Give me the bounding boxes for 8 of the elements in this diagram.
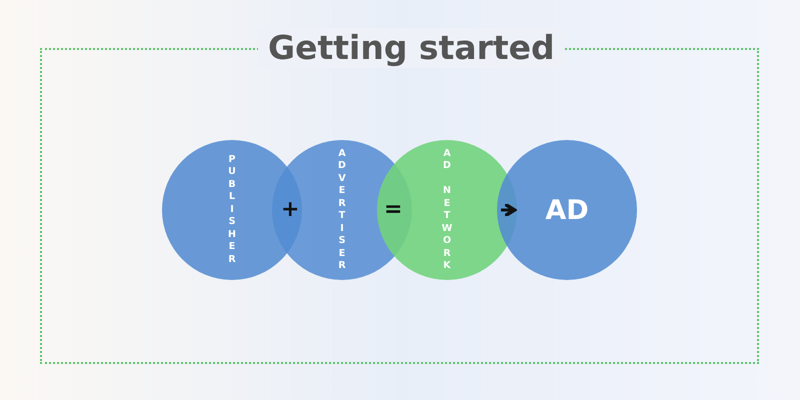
circle-label: AD NETWORK: [442, 148, 452, 272]
circle-label: PUBLISHER: [228, 154, 236, 266]
title: Getting started: [258, 28, 565, 68]
operator-sign: =: [384, 199, 402, 221]
operator-sign: +: [281, 199, 300, 221]
arrow: [501, 202, 516, 218]
circle-label: ADVERTISER: [338, 148, 346, 272]
circle-label: AD: [545, 194, 589, 226]
